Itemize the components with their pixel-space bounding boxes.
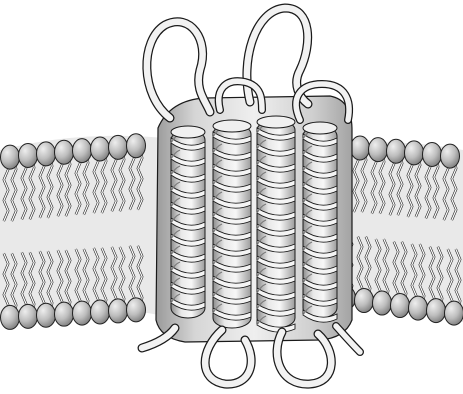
right-upper-lipid-head	[369, 138, 388, 162]
left-lower-lipid-head	[37, 303, 56, 327]
right-lower-lipid-head	[409, 296, 428, 320]
right-upper-lipid-head	[387, 139, 406, 163]
right-lower-lipid-head	[391, 294, 410, 318]
right-lower-lipid-head	[427, 299, 446, 323]
lipid-bilayer-left	[0, 134, 165, 330]
helix-1	[171, 126, 205, 318]
right-upper-lipid-head	[405, 141, 424, 165]
right-lower-lipid-head	[355, 289, 374, 313]
left-lower-lipid-head	[55, 302, 74, 326]
right-upper-lipid-head	[351, 136, 370, 160]
left-lower-lipid-head	[1, 305, 20, 329]
left-upper-lipid-head	[19, 143, 38, 167]
transmembrane-helix-bundle	[156, 96, 352, 342]
lipid-bilayer-right	[337, 136, 463, 325]
left-upper-lipid-head	[127, 134, 146, 158]
left-lower-lipid-head	[91, 300, 110, 324]
right-upper-lipid-head	[441, 144, 460, 168]
left-upper-lipid-head	[55, 140, 74, 164]
right-lower-lipid-head	[445, 301, 463, 325]
left-lower-lipid-head	[73, 301, 92, 325]
left-upper-lipid-head	[1, 145, 20, 169]
left-lower-lipid-head	[109, 299, 128, 323]
left-upper-lipid-head	[37, 142, 56, 166]
helix-4	[303, 122, 337, 322]
right-upper-lipid-head	[423, 142, 442, 166]
left-lower-lipid-head	[127, 298, 146, 322]
right-lower-lipid-head	[373, 291, 392, 315]
left-upper-lipid-head	[73, 139, 92, 163]
helix-2	[213, 120, 251, 328]
left-upper-lipid-head	[91, 137, 110, 161]
helix-3	[257, 116, 295, 332]
left-upper-lipid-head	[109, 135, 128, 159]
left-lower-lipid-head	[19, 304, 38, 328]
